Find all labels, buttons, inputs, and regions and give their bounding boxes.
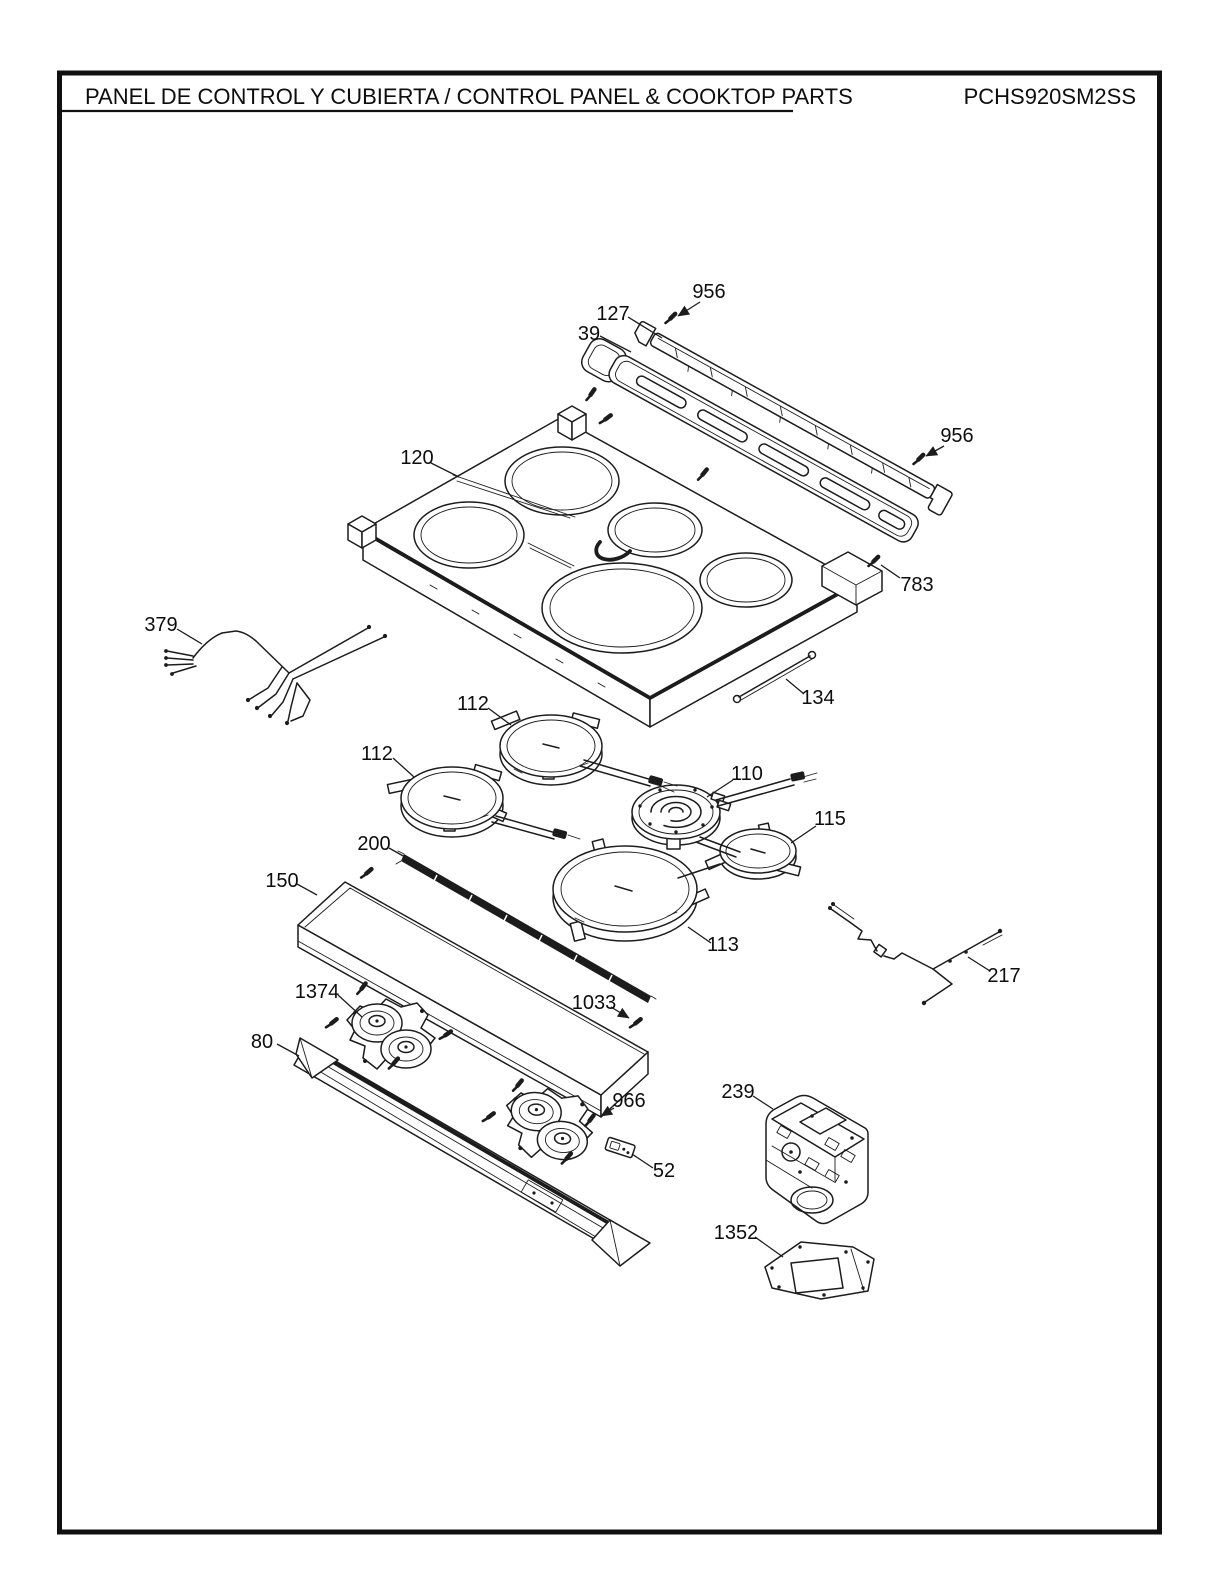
screw-icon xyxy=(697,469,708,479)
svg-text:52: 52 xyxy=(653,1160,675,1182)
svg-text:1352: 1352 xyxy=(714,1222,759,1244)
screw-956-right xyxy=(914,455,924,464)
coil-terminal-block xyxy=(710,791,732,812)
part-239-control-box xyxy=(765,1094,869,1225)
part-1352-bracket xyxy=(764,1241,875,1300)
part-113-burner-large xyxy=(552,838,710,942)
svg-text:39: 39 xyxy=(578,323,600,345)
part-label-113: 113 xyxy=(687,926,739,956)
cooktop-right-bracket xyxy=(821,551,883,606)
part-label-112-left: 112 xyxy=(361,743,415,778)
screw-783 xyxy=(869,557,879,566)
screw-icon xyxy=(483,1112,494,1122)
screw-icon xyxy=(600,414,611,424)
svg-text:239: 239 xyxy=(721,1081,754,1103)
screw-icon xyxy=(361,868,371,878)
model-number: PCHS920SM2SS xyxy=(964,84,1136,109)
svg-text:127: 127 xyxy=(596,303,629,325)
part-label-120: 120 xyxy=(400,447,460,478)
svg-text:115: 115 xyxy=(814,808,846,830)
part-217-wire-harness xyxy=(828,902,1003,1006)
part-150-control-panel xyxy=(297,881,649,1118)
screw-956-top xyxy=(666,314,676,323)
svg-text:217: 217 xyxy=(987,965,1020,987)
part-label-150: 150 xyxy=(265,870,318,896)
part-label-110: 110 xyxy=(706,763,763,798)
screw-1033 xyxy=(630,1018,641,1028)
part-label-200: 200 xyxy=(357,833,406,858)
part-127-rear-rail xyxy=(634,320,953,516)
svg-text:112: 112 xyxy=(361,743,393,765)
screw-icon xyxy=(585,389,596,400)
part-label-379: 379 xyxy=(144,614,203,645)
part-label-966: 966 xyxy=(600,1090,646,1117)
screw-icon xyxy=(512,1080,523,1090)
svg-text:783: 783 xyxy=(900,574,933,596)
part-52-switch xyxy=(604,1136,636,1159)
part-label-239: 239 xyxy=(721,1081,774,1110)
part-112-burner-upper xyxy=(490,710,603,786)
part-label-1033: 1033 xyxy=(572,992,630,1019)
part-label-115: 115 xyxy=(790,808,846,844)
page-title: PANEL DE CONTROL Y CUBIERTA / CONTROL PA… xyxy=(85,84,853,109)
screw-966 xyxy=(584,1115,595,1125)
exploded-diagram: 956 127 39 956 120 783 xyxy=(144,281,1021,1300)
screw-icon xyxy=(356,983,367,993)
part-379-wire-harness xyxy=(164,624,388,726)
part-label-217: 217 xyxy=(967,956,1021,987)
screw-icon xyxy=(440,1030,451,1041)
svg-text:120: 120 xyxy=(400,447,433,469)
part-120-cooktop-glass xyxy=(347,405,883,728)
svg-text:113: 113 xyxy=(707,934,739,956)
svg-text:200: 200 xyxy=(357,833,390,855)
part-label-956-top: 956 xyxy=(677,281,726,317)
svg-text:956: 956 xyxy=(940,425,973,447)
part-115-burner-small xyxy=(704,822,802,880)
svg-text:379: 379 xyxy=(144,614,177,636)
svg-text:80: 80 xyxy=(251,1031,273,1053)
part-110-coil-element xyxy=(631,784,732,850)
part-label-39: 39 xyxy=(578,323,632,353)
svg-text:112: 112 xyxy=(457,693,489,715)
part-1374-knob-assembly-left xyxy=(346,998,436,1070)
part-labels: 956 127 39 956 120 783 xyxy=(144,281,1021,1258)
burner-wiring-conduits xyxy=(491,759,818,879)
screw-icon xyxy=(326,1018,337,1028)
part-label-956-right: 956 xyxy=(925,425,974,457)
part-label-52: 52 xyxy=(631,1153,675,1182)
svg-text:1033: 1033 xyxy=(572,992,617,1014)
part-112-burner-left xyxy=(386,763,508,838)
part-80-lower-trim xyxy=(293,1037,651,1267)
part-label-783: 783 xyxy=(880,564,934,596)
cooktop-corner-post xyxy=(557,405,587,441)
svg-text:956: 956 xyxy=(692,281,725,303)
page-border-frame xyxy=(57,70,1162,1535)
svg-text:134: 134 xyxy=(801,687,834,709)
svg-text:110: 110 xyxy=(731,763,763,785)
part-label-112-upper: 112 xyxy=(457,693,512,726)
part-label-1352: 1352 xyxy=(714,1222,784,1258)
part-label-80: 80 xyxy=(251,1031,300,1057)
svg-text:150: 150 xyxy=(265,870,298,892)
cooktop-left-bracket xyxy=(347,515,377,549)
part-200-strip xyxy=(395,850,657,1003)
part-label-1374: 1374 xyxy=(295,981,363,1018)
svg-text:1374: 1374 xyxy=(295,981,340,1003)
part-134-rod xyxy=(732,650,817,704)
part-39-front-rail xyxy=(580,338,919,543)
part-label-127: 127 xyxy=(596,303,663,339)
part-label-134: 134 xyxy=(785,678,835,709)
svg-text:966: 966 xyxy=(612,1090,645,1112)
